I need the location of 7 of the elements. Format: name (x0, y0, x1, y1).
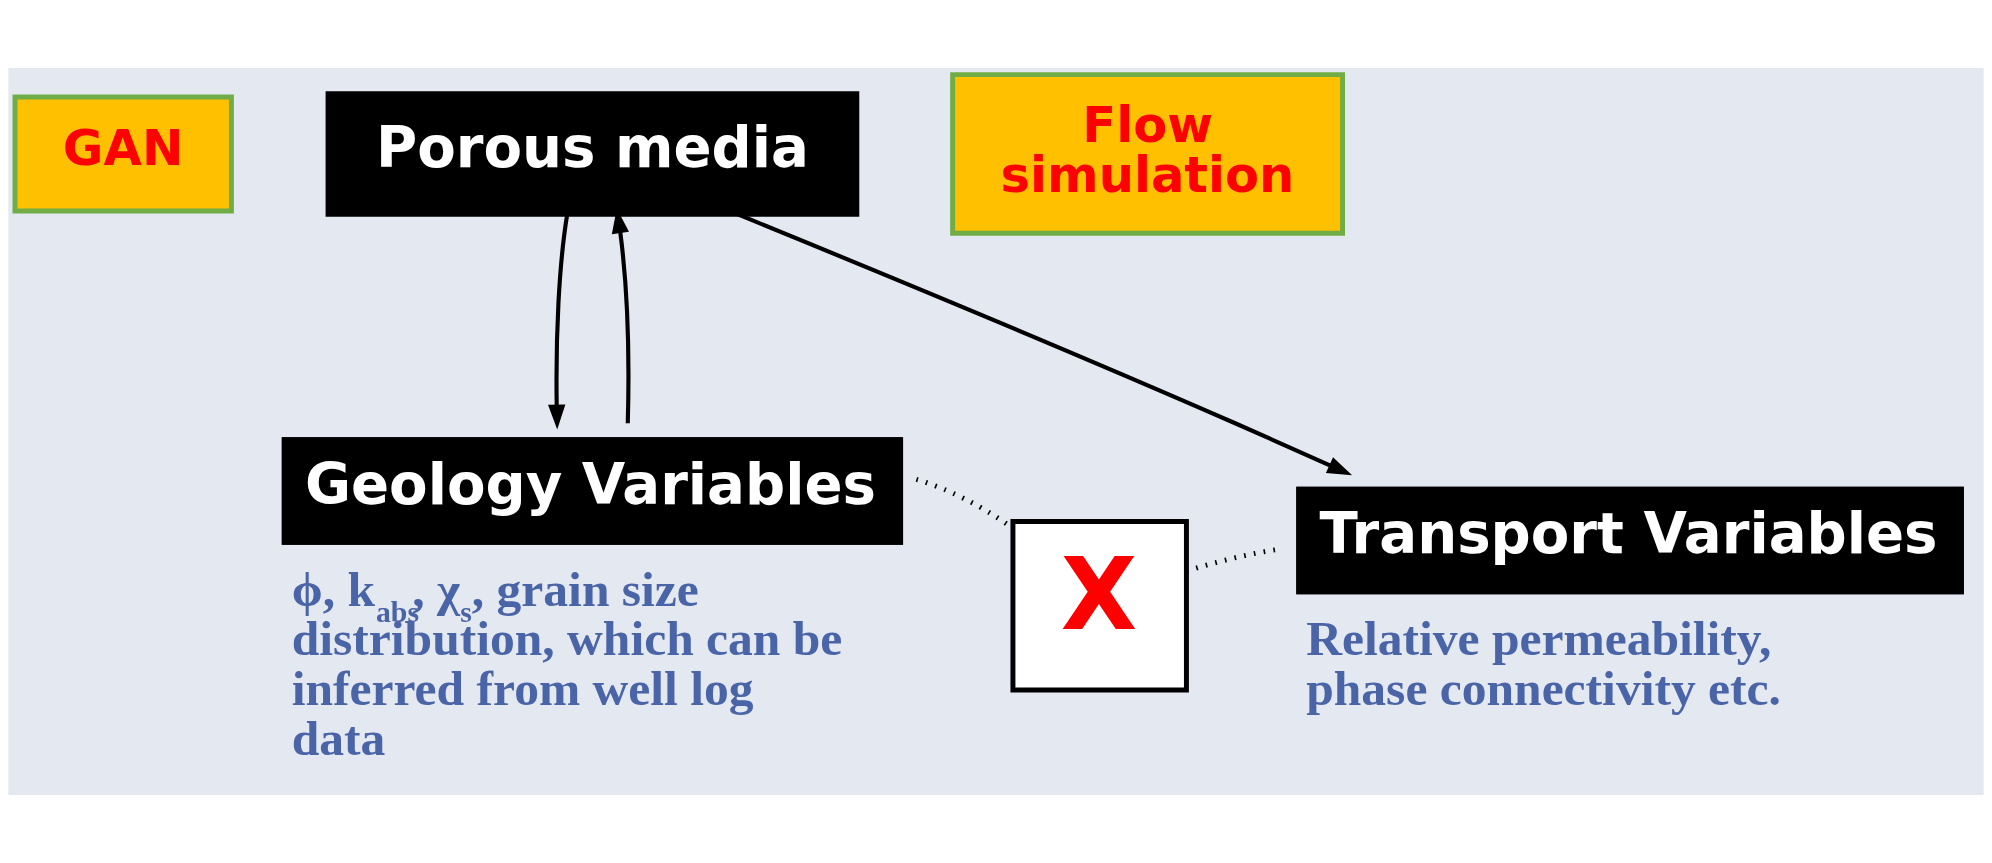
node-box: X (1010, 519, 1189, 693)
node-box: Flow simulation (950, 72, 1346, 236)
arrow (548, 214, 570, 430)
node-label: Relative permeability, phase connectivity etc. (1306, 611, 1781, 716)
node-label: ϕ, k$_{abs}$, χ$_{s}$, grain size distribution, which can be inferred from well log data (291, 561, 843, 766)
node-box: GAN (12, 94, 234, 214)
node-box: Porous media (325, 91, 860, 217)
